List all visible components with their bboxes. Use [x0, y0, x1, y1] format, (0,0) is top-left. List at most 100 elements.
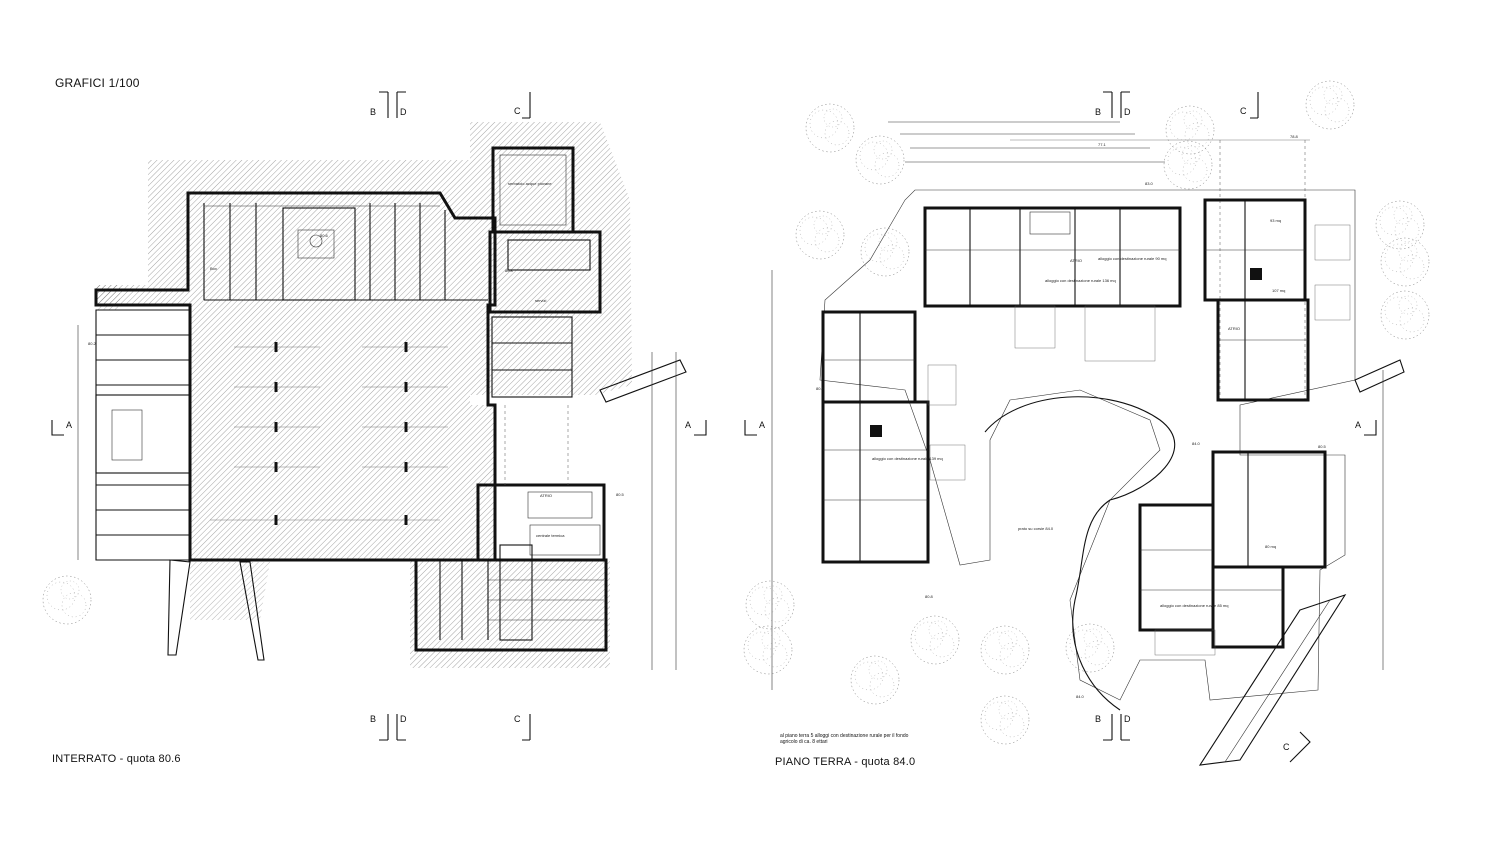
interrato-caption: INTERRATO - quota 80.6 [52, 753, 181, 765]
svg-text:A: A [759, 420, 765, 430]
svg-text:D: D [1124, 714, 1131, 724]
section-mark-d-top: D [396, 91, 407, 118]
footnote: al piano terra 5 alloggi con destinazion… [780, 733, 909, 745]
box-strip-left [95, 309, 191, 561]
garden-outline [819, 189, 1356, 701]
sheet-title: GRAFICI 1/100 [55, 76, 140, 90]
parking-markings [210, 342, 448, 525]
label-atrio: ATRIO [540, 493, 552, 498]
piano-terra-caption: PIANO TERRA - quota 84.0 [775, 756, 916, 768]
svg-text:A: A [685, 420, 691, 430]
earth-hatch-sw [190, 562, 270, 620]
label-tech: centrale termica [536, 533, 565, 538]
tree-icon [860, 227, 910, 277]
tree-icon [1380, 237, 1430, 287]
lower-right-wing [414, 483, 608, 652]
basement-footprint [94, 191, 497, 562]
tree-icon [795, 210, 845, 260]
section-mark-c-bottom-2: C [1283, 731, 1311, 763]
tree-icon [743, 625, 793, 675]
section-mark-a-left: A [51, 420, 72, 436]
top-box-row [203, 203, 488, 301]
svg-text:B: B [1095, 714, 1101, 724]
label-apt2: alloggio con destinazione rurale 90 mq [1098, 256, 1167, 261]
label-atrio-n: ATRIO [1070, 258, 1082, 263]
label-lev-a: 84.0 [1192, 441, 1201, 446]
tree-icon [850, 655, 900, 705]
section-mark-c-bottom: C [514, 714, 531, 741]
label-lev-h: 84.0 [1076, 694, 1085, 699]
label-level-2: 80.2 [88, 341, 97, 346]
tree-icon [1305, 80, 1355, 130]
label-lev-e: 80.8 [925, 594, 934, 599]
tree-icon [805, 103, 855, 153]
section-mark-b-top: B [370, 91, 389, 118]
ramp-left [167, 559, 191, 656]
label-level-1: 80.6 [320, 233, 329, 238]
label-services: servizi [535, 298, 546, 303]
svg-text:D: D [400, 714, 407, 724]
central-lawn [984, 396, 1176, 711]
label-lev-g: 78.8 [1290, 134, 1299, 139]
label-lev-f: 77.1 [1098, 142, 1107, 147]
north-building [923, 206, 1182, 362]
label-level-3: 80.8 [505, 268, 514, 273]
section-mark-d-bottom: D [396, 714, 407, 741]
label-lev-b: 83.0 [1145, 181, 1154, 186]
label-apt1: alloggio con destinazione rurale 136 mq [1045, 278, 1116, 283]
label-level-4: 80.5 [616, 492, 625, 497]
tree-icon [980, 625, 1030, 675]
svg-text:D: D [400, 107, 407, 117]
svg-text:A: A [66, 420, 72, 430]
section-mark-c-top-2: C [1240, 92, 1259, 119]
tree-icon [1380, 290, 1430, 340]
tree-icon [1163, 140, 1213, 190]
svg-text:C: C [514, 714, 521, 724]
tree-icon [1375, 200, 1425, 250]
label-tank: serbatoio acque piovane [508, 181, 552, 186]
label-mq2: 107 mq [1272, 288, 1285, 293]
svg-text:C: C [1283, 742, 1290, 752]
label-box: Box [210, 266, 217, 271]
west-building [821, 310, 966, 564]
tree-icon [1165, 105, 1215, 155]
label-lev-c: 80.2 [816, 386, 825, 391]
ramp-southeast [1198, 593, 1347, 766]
ramp-east [599, 359, 687, 403]
label-atrio-e: ATRIO [1228, 326, 1240, 331]
ramp-right [239, 561, 265, 661]
label-mq1: 93 mq [1270, 218, 1281, 223]
label-apt3: alloggio con destinazione rurale 139 mq [872, 456, 943, 461]
svg-text:D: D [1124, 107, 1131, 117]
svg-text:B: B [1095, 107, 1101, 117]
label-apt4: alloggio con destinazione rurale 85 mq [1160, 603, 1229, 608]
tree-icon [855, 135, 905, 185]
section-mark-b-bottom-2: B [1095, 714, 1113, 741]
section-mark-a-right: A [685, 420, 707, 436]
label-court: prato su corsie 84.0 [1018, 526, 1054, 531]
ramp-east-2 [1354, 359, 1405, 393]
label-mq3: 80 mq [1265, 544, 1276, 549]
left-box-rows [95, 334, 191, 536]
svg-text:B: B [370, 714, 376, 724]
east-building [1203, 198, 1351, 402]
svg-text:A: A [1355, 420, 1361, 430]
section-mark-b-bottom: B [370, 714, 389, 741]
section-mark-d-top-2: D [1120, 91, 1131, 118]
label-lev-d: 80.5 [1318, 444, 1327, 449]
tree-icon [42, 575, 92, 625]
section-mark-b-top-2: B [1095, 91, 1113, 118]
earth-hatch-bottom [410, 560, 610, 668]
section-mark-d-bottom-2: D [1120, 714, 1131, 741]
section-mark-a-right-2: A [1355, 420, 1377, 436]
tree-icon [980, 695, 1030, 745]
section-mark-c-top: C [514, 92, 531, 119]
svg-text:C: C [1240, 106, 1247, 116]
section-mark-a-left-2: A [744, 420, 765, 436]
southeast-building [1138, 450, 1327, 656]
right-boxes [491, 316, 573, 398]
svg-text:B: B [370, 107, 376, 117]
piano-terra-plan: B D C A A B D C alloggio [743, 80, 1430, 766]
svg-text:C: C [514, 106, 521, 116]
